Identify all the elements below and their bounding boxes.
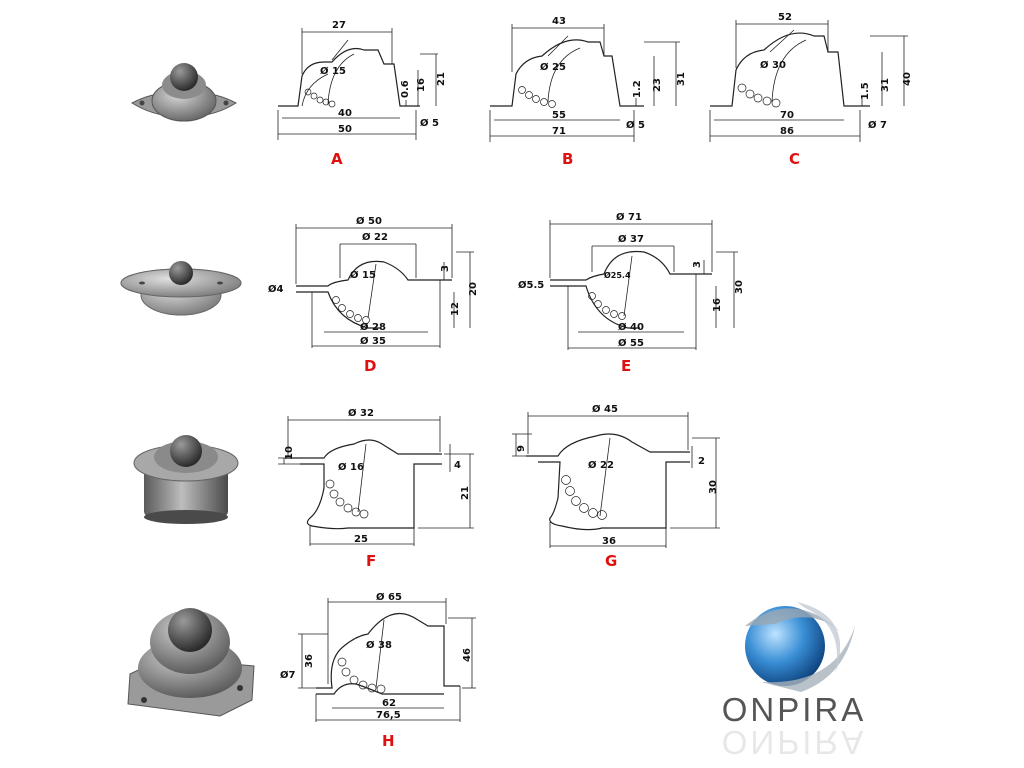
dim-top-diameter: Ø 32 bbox=[348, 407, 374, 419]
drawing-b: 43 Ø 25 1.2 23 31 55 71 Ø 5 bbox=[489, 16, 687, 142]
brand-name: ONPIRA bbox=[721, 691, 867, 728]
dim-flange-width: 76,5 bbox=[376, 710, 401, 721]
dim-top-diameter: Ø 37 bbox=[618, 233, 644, 245]
dim-total-height: 30 bbox=[708, 480, 719, 494]
part-label-b: B bbox=[562, 150, 574, 168]
dim-top-diameter: Ø 22 bbox=[362, 231, 388, 243]
dim-body-height: 31 bbox=[880, 78, 891, 92]
drawing-g: Ø 45 9 Ø 22 2 30 36 bbox=[512, 403, 720, 548]
dim-hole-diameter: Ø 5 bbox=[626, 119, 645, 131]
ball-transfer-photo-round-flange bbox=[120, 261, 242, 316]
dim-top-width: 52 bbox=[778, 12, 792, 23]
dim-body-height: 36 bbox=[304, 654, 315, 668]
dim-total-height: 20 bbox=[468, 282, 478, 296]
dim-body-height: 23 bbox=[652, 78, 663, 92]
dim-flange-width: 50 bbox=[338, 124, 352, 135]
dim-flange-diameter: Ø 71 bbox=[616, 211, 642, 223]
dim-body-width: 62 bbox=[382, 698, 396, 709]
dim-body-diameter: Ø 28 bbox=[360, 321, 386, 333]
onpira-logo-sphere-icon bbox=[745, 602, 855, 692]
dim-base-width: 36 bbox=[602, 536, 616, 547]
part-label-d: D bbox=[364, 357, 377, 375]
dim-body-height: 16 bbox=[416, 78, 427, 92]
part-label-h: H bbox=[382, 732, 395, 750]
ball-transfer-photo-oval-flange bbox=[130, 63, 238, 122]
part-label-e: E bbox=[621, 357, 632, 375]
dim-ball-diameter: Ø 22 bbox=[588, 459, 614, 471]
dim-flange-thickness: 2 bbox=[698, 456, 705, 467]
drawing-e: Ø 71 Ø 37 Ø25.4 3 30 16 Ø5.5 Ø 40 Ø 55 bbox=[518, 211, 745, 350]
dim-total-height: 31 bbox=[676, 72, 687, 86]
drawing-f: Ø 32 10 Ø 16 4 21 25 bbox=[278, 407, 474, 546]
dim-flange-width: 71 bbox=[552, 126, 566, 137]
part-label-a: A bbox=[331, 150, 343, 168]
dim-ball-diameter: Ø 15 bbox=[320, 65, 346, 77]
part-label-f: F bbox=[366, 552, 377, 570]
dim-flange-thickness: 1.2 bbox=[632, 80, 643, 98]
dim-hole-diameter: Ø5.5 bbox=[518, 279, 544, 291]
dim-body-width: 40 bbox=[338, 108, 352, 119]
dim-flange-diameter: Ø 50 bbox=[356, 215, 382, 227]
dim-flange-width: 86 bbox=[780, 126, 794, 137]
drawing-c: 52 Ø 30 1.5 31 40 70 86 Ø 7 bbox=[709, 12, 913, 142]
dim-flange-thickness: 0.6 bbox=[400, 80, 411, 98]
dim-body-diameter: Ø 40 bbox=[618, 321, 644, 333]
dim-hole-diameter: Ø 7 bbox=[868, 119, 887, 131]
dim-lower-height: 16 bbox=[712, 298, 723, 312]
dim-total-height: 30 bbox=[734, 280, 745, 294]
dim-flange-height: 9 bbox=[516, 445, 527, 452]
dim-hole-diameter: Ø4 bbox=[268, 283, 284, 295]
dim-base-diameter: Ø 35 bbox=[360, 335, 386, 347]
dim-top-width: 43 bbox=[552, 16, 566, 27]
dim-top-height: 3 bbox=[692, 261, 703, 268]
dim-total-height: 46 bbox=[462, 648, 473, 662]
part-label-c: C bbox=[789, 150, 801, 168]
dim-hole-diameter: Ø7 bbox=[280, 669, 296, 681]
dim-hole-diameter: Ø 5 bbox=[420, 117, 439, 129]
dim-flange-height: 10 bbox=[284, 446, 295, 460]
dim-ball-diameter: Ø 38 bbox=[366, 639, 392, 651]
dim-total-height: 21 bbox=[436, 72, 447, 86]
ball-transfer-photo-cup-housing bbox=[133, 435, 239, 524]
dim-lower-height: 12 bbox=[450, 302, 461, 316]
brand-name-reflection: ONPIRA bbox=[721, 724, 867, 761]
dim-total-height: 40 bbox=[902, 72, 913, 86]
dim-top-height: 3 bbox=[440, 265, 451, 272]
dim-ball-diameter: Ø 25 bbox=[540, 61, 566, 73]
dim-ball-diameter: Ø 30 bbox=[760, 59, 786, 71]
dim-flange-thickness: 1.5 bbox=[860, 82, 871, 100]
dim-total-height: 21 bbox=[460, 486, 471, 500]
part-label-g: G bbox=[605, 552, 618, 570]
dim-top-diameter: Ø 45 bbox=[592, 403, 618, 415]
dim-ball-diameter: Ø 15 bbox=[350, 269, 376, 281]
dim-base-diameter: Ø 55 bbox=[618, 337, 644, 349]
ball-transfer-photo-square-flange bbox=[127, 608, 255, 717]
dim-flange-thickness: 4 bbox=[454, 460, 461, 471]
drawing-d: Ø 50 Ø 22 Ø 15 3 20 12 Ø4 Ø 28 Ø 35 bbox=[268, 215, 478, 348]
dim-ball-diameter: Ø25.4 bbox=[604, 270, 631, 280]
dim-body-width: 70 bbox=[780, 110, 794, 121]
dim-ball-diameter: Ø 16 bbox=[338, 461, 364, 473]
dim-top-width: 27 bbox=[332, 20, 346, 31]
dim-base-width: 25 bbox=[354, 534, 368, 545]
drawing-a: 27 Ø 15 0.6 16 21 40 50 Ø 5 bbox=[277, 20, 447, 140]
dim-body-width: 55 bbox=[552, 110, 566, 121]
drawing-h: Ø 65 Ø 38 36 Ø7 46 62 76,5 bbox=[280, 591, 476, 722]
dim-top-diameter: Ø 65 bbox=[376, 591, 402, 603]
